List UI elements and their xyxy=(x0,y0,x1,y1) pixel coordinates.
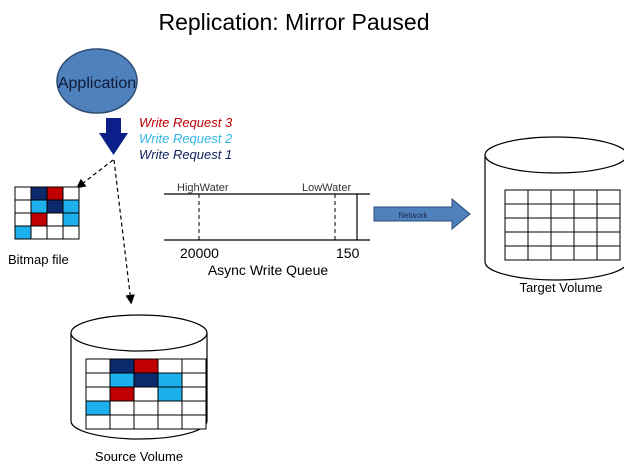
bitmap-cell xyxy=(30,199,48,214)
target-cell xyxy=(550,189,575,205)
bitmap-cell xyxy=(14,199,32,214)
source-cell xyxy=(109,386,135,402)
write-request-2: Write Request 2 xyxy=(139,131,233,146)
target-cell xyxy=(573,245,598,261)
bitmap-cell xyxy=(46,212,64,227)
source-cell xyxy=(85,400,111,416)
target-volume-label: Target Volume xyxy=(519,280,602,295)
target-cell xyxy=(596,245,621,261)
bitmap-cell xyxy=(14,225,32,240)
source-cell xyxy=(133,372,159,388)
target-cell xyxy=(573,203,598,219)
target-cell xyxy=(550,217,575,233)
bitmap-grid xyxy=(14,186,80,240)
source-cell xyxy=(157,358,183,374)
dashed-arrow-to-source xyxy=(113,159,135,305)
source-cell xyxy=(157,386,183,402)
source-cell xyxy=(181,386,207,402)
source-cell xyxy=(109,414,135,430)
source-cell xyxy=(85,372,111,388)
source-cell xyxy=(85,386,111,402)
target-cell xyxy=(527,245,552,261)
target-cell xyxy=(527,203,552,219)
source-cell xyxy=(181,372,207,388)
bitmap-label: Bitmap file xyxy=(8,252,69,267)
bitmap-cell xyxy=(14,212,32,227)
network-arrow: Network xyxy=(373,197,471,231)
source-cell xyxy=(157,372,183,388)
target-cell xyxy=(573,231,598,247)
application-node: Application xyxy=(56,48,138,114)
write-request-list: Write Request 3 Write Request 2 Write Re… xyxy=(139,115,233,162)
target-cell xyxy=(596,189,621,205)
bitmap-cell xyxy=(46,199,64,214)
target-cell xyxy=(550,245,575,261)
lowwater-label: LowWater xyxy=(302,182,351,194)
target-cell xyxy=(573,189,598,205)
source-grid xyxy=(85,358,207,430)
source-cell xyxy=(109,372,135,388)
source-cell xyxy=(181,414,207,430)
bitmap-cell xyxy=(30,225,48,240)
target-cell xyxy=(504,231,529,247)
target-cell xyxy=(504,217,529,233)
highwater-label: HighWater xyxy=(177,182,229,194)
write-request-1: Write Request 1 xyxy=(139,147,232,162)
source-cell xyxy=(157,414,183,430)
target-cell xyxy=(550,231,575,247)
source-cell xyxy=(109,400,135,416)
target-volume: Target Volume xyxy=(484,136,624,295)
lowwater-value: 150 xyxy=(336,245,360,261)
target-cell xyxy=(573,217,598,233)
bitmap-cell xyxy=(30,186,48,201)
source-cell xyxy=(85,414,111,430)
async-write-queue: HighWater LowWater 20000 150 Async Write… xyxy=(164,182,370,278)
bitmap-cell xyxy=(46,186,64,201)
target-cell xyxy=(527,217,552,233)
bitmap-cell xyxy=(14,186,32,201)
target-cell xyxy=(596,231,621,247)
target-cell xyxy=(527,189,552,205)
source-volume: Source Volume xyxy=(70,314,208,464)
diagram-title: Replication: Mirror Paused xyxy=(158,9,429,35)
target-cell xyxy=(504,189,529,205)
network-label: Network xyxy=(398,211,428,220)
source-cell xyxy=(133,386,159,402)
application-label: Application xyxy=(58,75,136,92)
source-cell xyxy=(181,358,207,374)
source-volume-label: Source Volume xyxy=(95,449,183,464)
bitmap-cell xyxy=(46,225,64,240)
source-cell xyxy=(133,358,159,374)
target-cell xyxy=(527,231,552,247)
write-request-3: Write Request 3 xyxy=(139,115,233,130)
target-cell xyxy=(596,217,621,233)
source-cell xyxy=(133,400,159,416)
dashed-arrow-to-bitmap xyxy=(76,159,114,189)
highwater-value: 20000 xyxy=(180,245,219,261)
bitmap-cell xyxy=(62,199,80,214)
bitmap-cell xyxy=(62,186,80,201)
bitmap-cell xyxy=(62,225,80,240)
source-cell xyxy=(109,358,135,374)
queue-label: Async Write Queue xyxy=(208,262,329,278)
source-cell xyxy=(157,400,183,416)
target-cell xyxy=(596,203,621,219)
write-down-arrow xyxy=(99,118,128,155)
target-cell xyxy=(504,245,529,261)
source-cell xyxy=(181,400,207,416)
target-cell xyxy=(550,203,575,219)
source-cell xyxy=(133,414,159,430)
source-cell xyxy=(85,358,111,374)
target-grid xyxy=(504,189,621,261)
bitmap-cell xyxy=(62,212,80,227)
target-cell xyxy=(504,203,529,219)
bitmap-cell xyxy=(30,212,48,227)
